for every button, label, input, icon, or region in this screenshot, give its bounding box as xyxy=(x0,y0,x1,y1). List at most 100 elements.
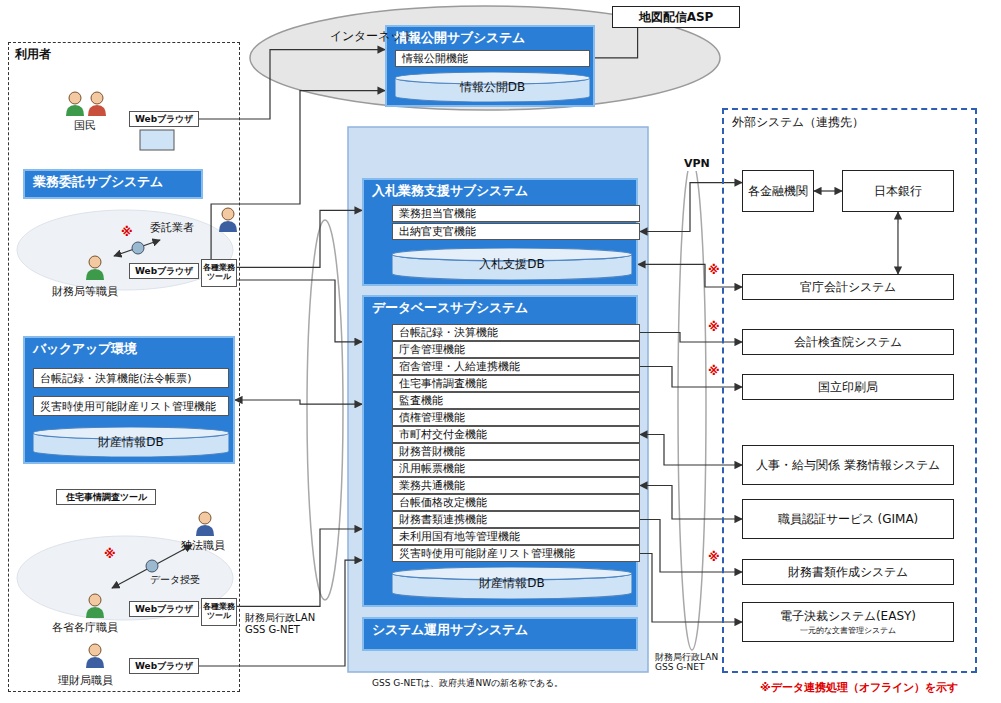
external-system-box: 人事・給与関係 業務情報システム xyxy=(742,445,954,485)
node-text: 人事・給与関係 業務情報システム xyxy=(756,457,940,474)
node-text: Webブラウザ xyxy=(135,113,193,126)
function-box: 監査機能 xyxy=(392,392,640,409)
node-text: 各種業務ツール xyxy=(203,264,235,282)
node-text: 災害時使用可能財産リスト管理機能 xyxy=(399,546,633,561)
offline-mark: ※ xyxy=(708,365,720,379)
connector xyxy=(638,264,742,287)
function-box: 業務担当官機能 xyxy=(392,205,640,222)
node-text: 外部システム（連携先） xyxy=(732,114,967,131)
group-box: 外部システム（連携先） 各金融機関 日本銀行官庁会計システム会計検査院システム国立印… xyxy=(722,108,977,673)
disk-icon xyxy=(132,242,144,254)
function-box: 市町村交付金機能 xyxy=(392,426,640,443)
node-text: 台帳価格改定機能 xyxy=(399,495,633,510)
person-label: 独法職員 xyxy=(181,540,225,553)
node-text: 台帳記録・決算機能(法令帳票) xyxy=(40,371,222,386)
edge-label: VPN xyxy=(682,158,712,171)
browser-box: Webブラウザ xyxy=(129,263,199,279)
disk-icon xyxy=(146,560,158,572)
node-text: 入札業務支援サブシステム xyxy=(372,182,628,200)
subsystem-box: バックアップ環境台帳記録・決算機能(法令帳票)災害時使用可能財産リスト管理機能財… xyxy=(23,336,235,464)
node-text: Webブラウザ xyxy=(135,603,193,616)
legend-note: ※データ連携処理（オフライン）を示す xyxy=(760,682,958,695)
node-text: 債権管理機能 xyxy=(399,410,633,425)
connector xyxy=(237,529,362,606)
network-label: 財務局行政LAN GSS G-NET xyxy=(245,612,325,635)
function-box: 業務共通機能 xyxy=(392,477,640,494)
node-text: 財産情報DB xyxy=(479,575,544,592)
node-text: 業務委託サブシステム xyxy=(33,173,193,191)
tool-box: 各種業務ツール xyxy=(201,598,237,626)
node-text: 業務共通機能 xyxy=(399,478,633,493)
node-text: 財産情報DB xyxy=(98,434,163,451)
network-label: インターネット xyxy=(330,30,414,44)
node-text: 会計検査院システム xyxy=(794,334,902,351)
connector xyxy=(640,367,742,388)
external-system-box: 会計検査院システム xyxy=(742,329,954,355)
function-box: 出納官吏官機能 xyxy=(392,223,640,240)
node-text: 汎用帳票機能 xyxy=(399,461,633,476)
node-text: 台帳記録・決算機能 xyxy=(399,325,633,340)
connector xyxy=(814,190,842,191)
external-system-box: 財務書類作成システム xyxy=(742,559,954,585)
offline-mark: ※ xyxy=(121,226,133,240)
function-box: 債権管理機能 xyxy=(392,409,640,426)
offline-mark: ※ xyxy=(104,548,116,562)
person-head xyxy=(91,92,103,104)
node-text: 入札支援DB xyxy=(479,256,544,273)
node-text: 市町村交付金機能 xyxy=(399,427,633,442)
person-body xyxy=(219,221,237,232)
laptop-icon xyxy=(140,130,174,150)
node-text: 未利用国有地等管理機能 xyxy=(399,529,633,544)
person-body xyxy=(66,105,84,116)
function-box: 災害時使用可能財産リスト管理機能 xyxy=(33,396,229,416)
external-system-box: 国立印刷局 xyxy=(742,374,954,400)
node-text: 各金融機関 xyxy=(748,183,808,200)
service-box: 地図配信ASP xyxy=(612,6,740,28)
data-exchange-arrow xyxy=(114,240,160,256)
person-label: 理財局職員 xyxy=(58,675,113,688)
person-head xyxy=(89,594,101,606)
external-system-box: 職員認証サービス (GIMA) xyxy=(742,499,954,539)
node-text: Webブラウザ xyxy=(135,265,193,278)
person-head xyxy=(89,256,101,268)
person-head xyxy=(199,512,211,524)
person-body xyxy=(86,657,104,668)
subsystem-box: システム運用サブシステム xyxy=(362,617,638,651)
node-text: 情報公開機能 xyxy=(402,51,583,66)
node-text: 出納官吏官機能 xyxy=(399,224,633,239)
connector xyxy=(640,333,742,343)
connector xyxy=(237,280,362,342)
external-system-box: 官庁会計システム xyxy=(742,274,954,300)
node-text: 情報公開サブシステム xyxy=(395,29,585,47)
node-text: 日本銀行 xyxy=(874,183,922,200)
node-text: 官庁会計システム xyxy=(800,279,896,296)
person-label: 委託業者 xyxy=(150,222,194,235)
function-box: 財務書類連携機能 xyxy=(392,511,640,528)
node-text: データベースサブシステム xyxy=(372,299,628,317)
connector xyxy=(199,50,385,119)
person-label: 財務局等職員 xyxy=(52,286,118,299)
network-pipe xyxy=(678,160,706,650)
tool-box: 各種業務ツール xyxy=(201,259,237,287)
offline-mark: ※ xyxy=(708,321,720,335)
node-text: 情報公開DB xyxy=(460,79,525,96)
subsystem-box: 入札業務支援サブシステム業務担当官機能出納官吏官機能入札支援DB xyxy=(362,178,638,286)
node-text: 財務普財機能 xyxy=(399,444,633,459)
connector xyxy=(211,91,385,259)
connector xyxy=(640,183,742,232)
subsystem-box: 業務委託サブシステム xyxy=(23,169,203,199)
node-text: システム運用サブシステム xyxy=(372,621,628,639)
person-body xyxy=(196,525,214,536)
person-body xyxy=(88,105,106,116)
connector xyxy=(640,554,742,623)
node-text: 宿舎管理・人給連携機能 xyxy=(399,359,633,374)
person-head xyxy=(222,208,234,220)
node-text: 庁舎管理機能 xyxy=(399,342,633,357)
browser-box: Webブラウザ xyxy=(129,601,199,617)
exchange-label: データ授受 xyxy=(150,574,200,586)
subsystem-box: データベースサブシステム台帳記録・決算機能庁舎管理機能宿舎管理・人給連携機能住宅… xyxy=(362,295,638,607)
network-label: 財務局行政LAN GSS G-NET xyxy=(655,652,721,673)
system-container xyxy=(348,127,648,672)
internet-cloud xyxy=(250,6,720,110)
